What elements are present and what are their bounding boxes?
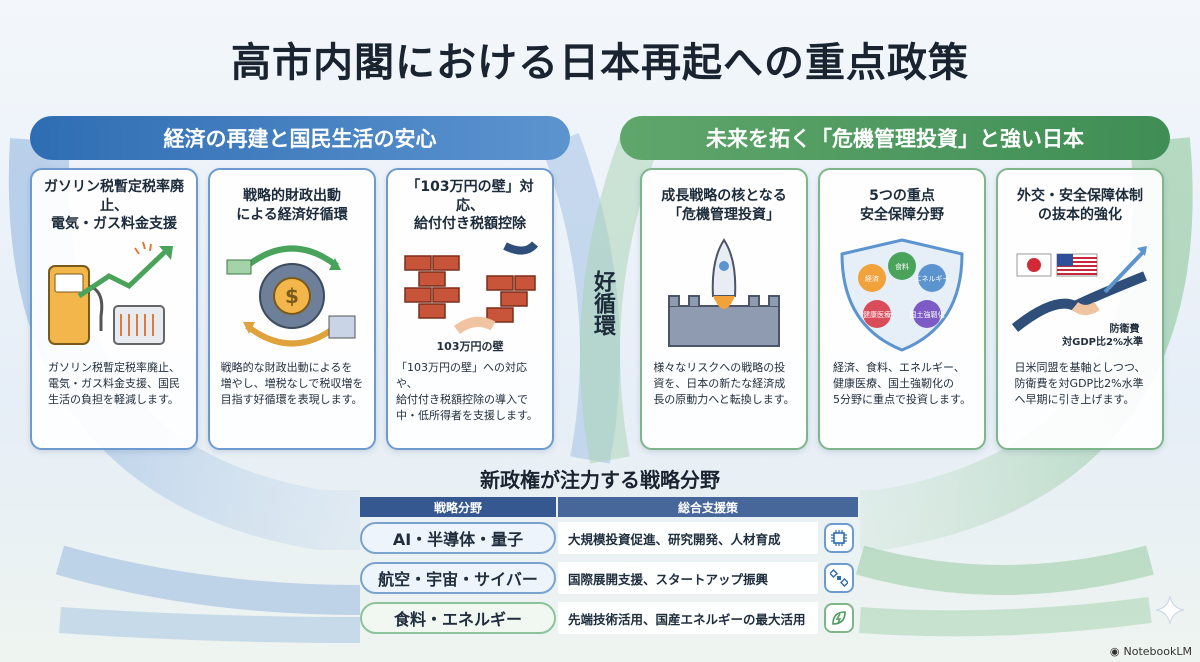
card-security-fields: 5つの重点 安全保障分野 経済 食料 エネルギー 健康医療 国土強靭化 経済、食… — [818, 168, 986, 450]
svg-text:$: $ — [285, 284, 299, 308]
card-103-wall: 「103万円の壁」対応、 給付付き税額控除 103万円の壁 「103万円の壁」へ… — [386, 168, 554, 450]
field-resilience-label: 国土強靭化 — [910, 310, 945, 319]
chip-icon — [824, 523, 854, 553]
card-title: ガソリン税暫定税率廃止、 電気・ガス料金支援 — [44, 178, 184, 233]
field-food-label: 食料 — [895, 262, 909, 271]
fuel-pump-icon — [48, 241, 173, 345]
card-desc: 戦略的な財政出動によるを 増やし、増税なしで税収増を 目指す好循環を表現します。 — [220, 361, 364, 406]
card-title: 外交・安全保障体制 の抜本的強化 — [1017, 188, 1143, 223]
table-row: AI・半導体・量子 大規模投資促進、研究開発、人材育成 — [360, 521, 860, 555]
wall-label: 103万円の壁 — [437, 339, 504, 353]
notebook-icon: ◉ — [1109, 645, 1120, 658]
field-economy-label: 経済 — [865, 274, 879, 283]
card-title: 「103万円の壁」対応、 給付付き税額控除 — [406, 178, 534, 233]
broken-wall-icon: 103万円の壁 — [404, 241, 539, 353]
table-row: 食料・エネルギー 先端技術活用、国産エネルギーの最大活用 — [360, 601, 860, 635]
card-diplomacy-security: 外交・安全保障体制 の抜本的強化 防衛費 対GDP比2%水準 日米同盟を基軸とし… — [996, 168, 1164, 450]
card-desc: ガソリン税暫定税率廃止、 電気・ガス料金支援、国民 生活の負担を軽減します。 — [48, 361, 180, 406]
table-header-measures: 総合支援策 — [558, 497, 858, 517]
table-header-field: 戦略分野 — [360, 497, 556, 517]
card-title: 成長戦略の核となる 「危機管理投資」 — [661, 188, 787, 223]
table-row: 航空・宇宙・サイバー 国際展開支援、スタートアップ振興 — [360, 561, 860, 595]
satellite-icon — [824, 563, 854, 593]
energy-leaf-icon — [824, 603, 854, 633]
measure-text: 大規模投資促進、研究開発、人材育成 — [558, 522, 818, 554]
handshake-flags-icon: 防衛費 対GDP比2%水準 — [1011, 246, 1147, 348]
card-desc: 様々なリスクへの戦略の投 資を、日本の新たな経済成 長の原動力へと転換します。 — [653, 361, 795, 406]
cycle-label: 好循環 — [590, 270, 615, 336]
economy-banner: 経済の再建と国民生活の安心 — [30, 116, 570, 160]
card-title: 戦略的財政出動 による経済好循環 — [236, 188, 348, 223]
defense-label-2: 対GDP比2%水準 — [1061, 335, 1143, 348]
security-shield-icon: 経済 食料 エネルギー 健康医療 国土強靭化 — [840, 238, 964, 352]
gear-coin-cycle-icon: $ — [226, 245, 356, 347]
card-title: 5つの重点 安全保障分野 — [860, 188, 944, 223]
card-desc: 日米同盟を基軸としつつ、 防衛費を対GDP比2%水準 へ早期に引き上げます。 — [1014, 361, 1146, 406]
field-label: 食料・エネルギー — [360, 602, 556, 634]
card-crisis-investment: 成長戦略の核となる 「危機管理投資」 様々なリスクへの戦略の投 資を、日本の新た… — [640, 168, 808, 450]
defense-label-1: 防衛費 — [1110, 322, 1140, 335]
strategy-section-title: 新政権が注力する戦略分野 — [480, 468, 720, 492]
measure-text: 国際展開支援、スタートアップ振興 — [558, 562, 818, 594]
field-label: AI・半導体・量子 — [360, 522, 556, 554]
field-energy-label: エネルギー — [915, 275, 950, 283]
card-desc: 「103万円の壁」への対応や、 給付付き税額控除の導入で 中・低所得者を支援しま… — [396, 361, 538, 422]
measure-text: 先端技術活用、国産エネルギーの最大活用 — [558, 602, 818, 634]
brand-watermark: ◉ NotebookLM — [1110, 645, 1192, 658]
card-fiscal-policy: 戦略的財政出動 による経済好循環 $ 戦略的な財政出動によるを 増やし、増税なし… — [208, 168, 376, 450]
page-title: 高市内閣における日本再起への重点政策 — [231, 40, 969, 86]
card-gasoline-tax: ガソリン税暫定税率廃止、 電気・ガス料金支援 ガソリン税暫定税率廃止、 電気・ガ… — [30, 168, 198, 450]
brand-name: NotebookLM — [1123, 645, 1192, 658]
rocket-castle-icon — [668, 238, 780, 347]
future-banner: 未来を拓く「危機管理投資」と強い日本 — [620, 116, 1170, 160]
sparkle-icon — [1156, 596, 1184, 624]
field-label: 航空・宇宙・サイバー — [360, 562, 556, 594]
field-health-label: 健康医療 — [863, 310, 891, 319]
card-desc: 経済、食料、エネルギー、 健康医療、国土強靭化の 5分野に重点で投資します。 — [833, 361, 971, 406]
svg-text:防衛費 対GDP比2%水準: 防衛費 対GDP比2%水準 — [1061, 322, 1143, 348]
